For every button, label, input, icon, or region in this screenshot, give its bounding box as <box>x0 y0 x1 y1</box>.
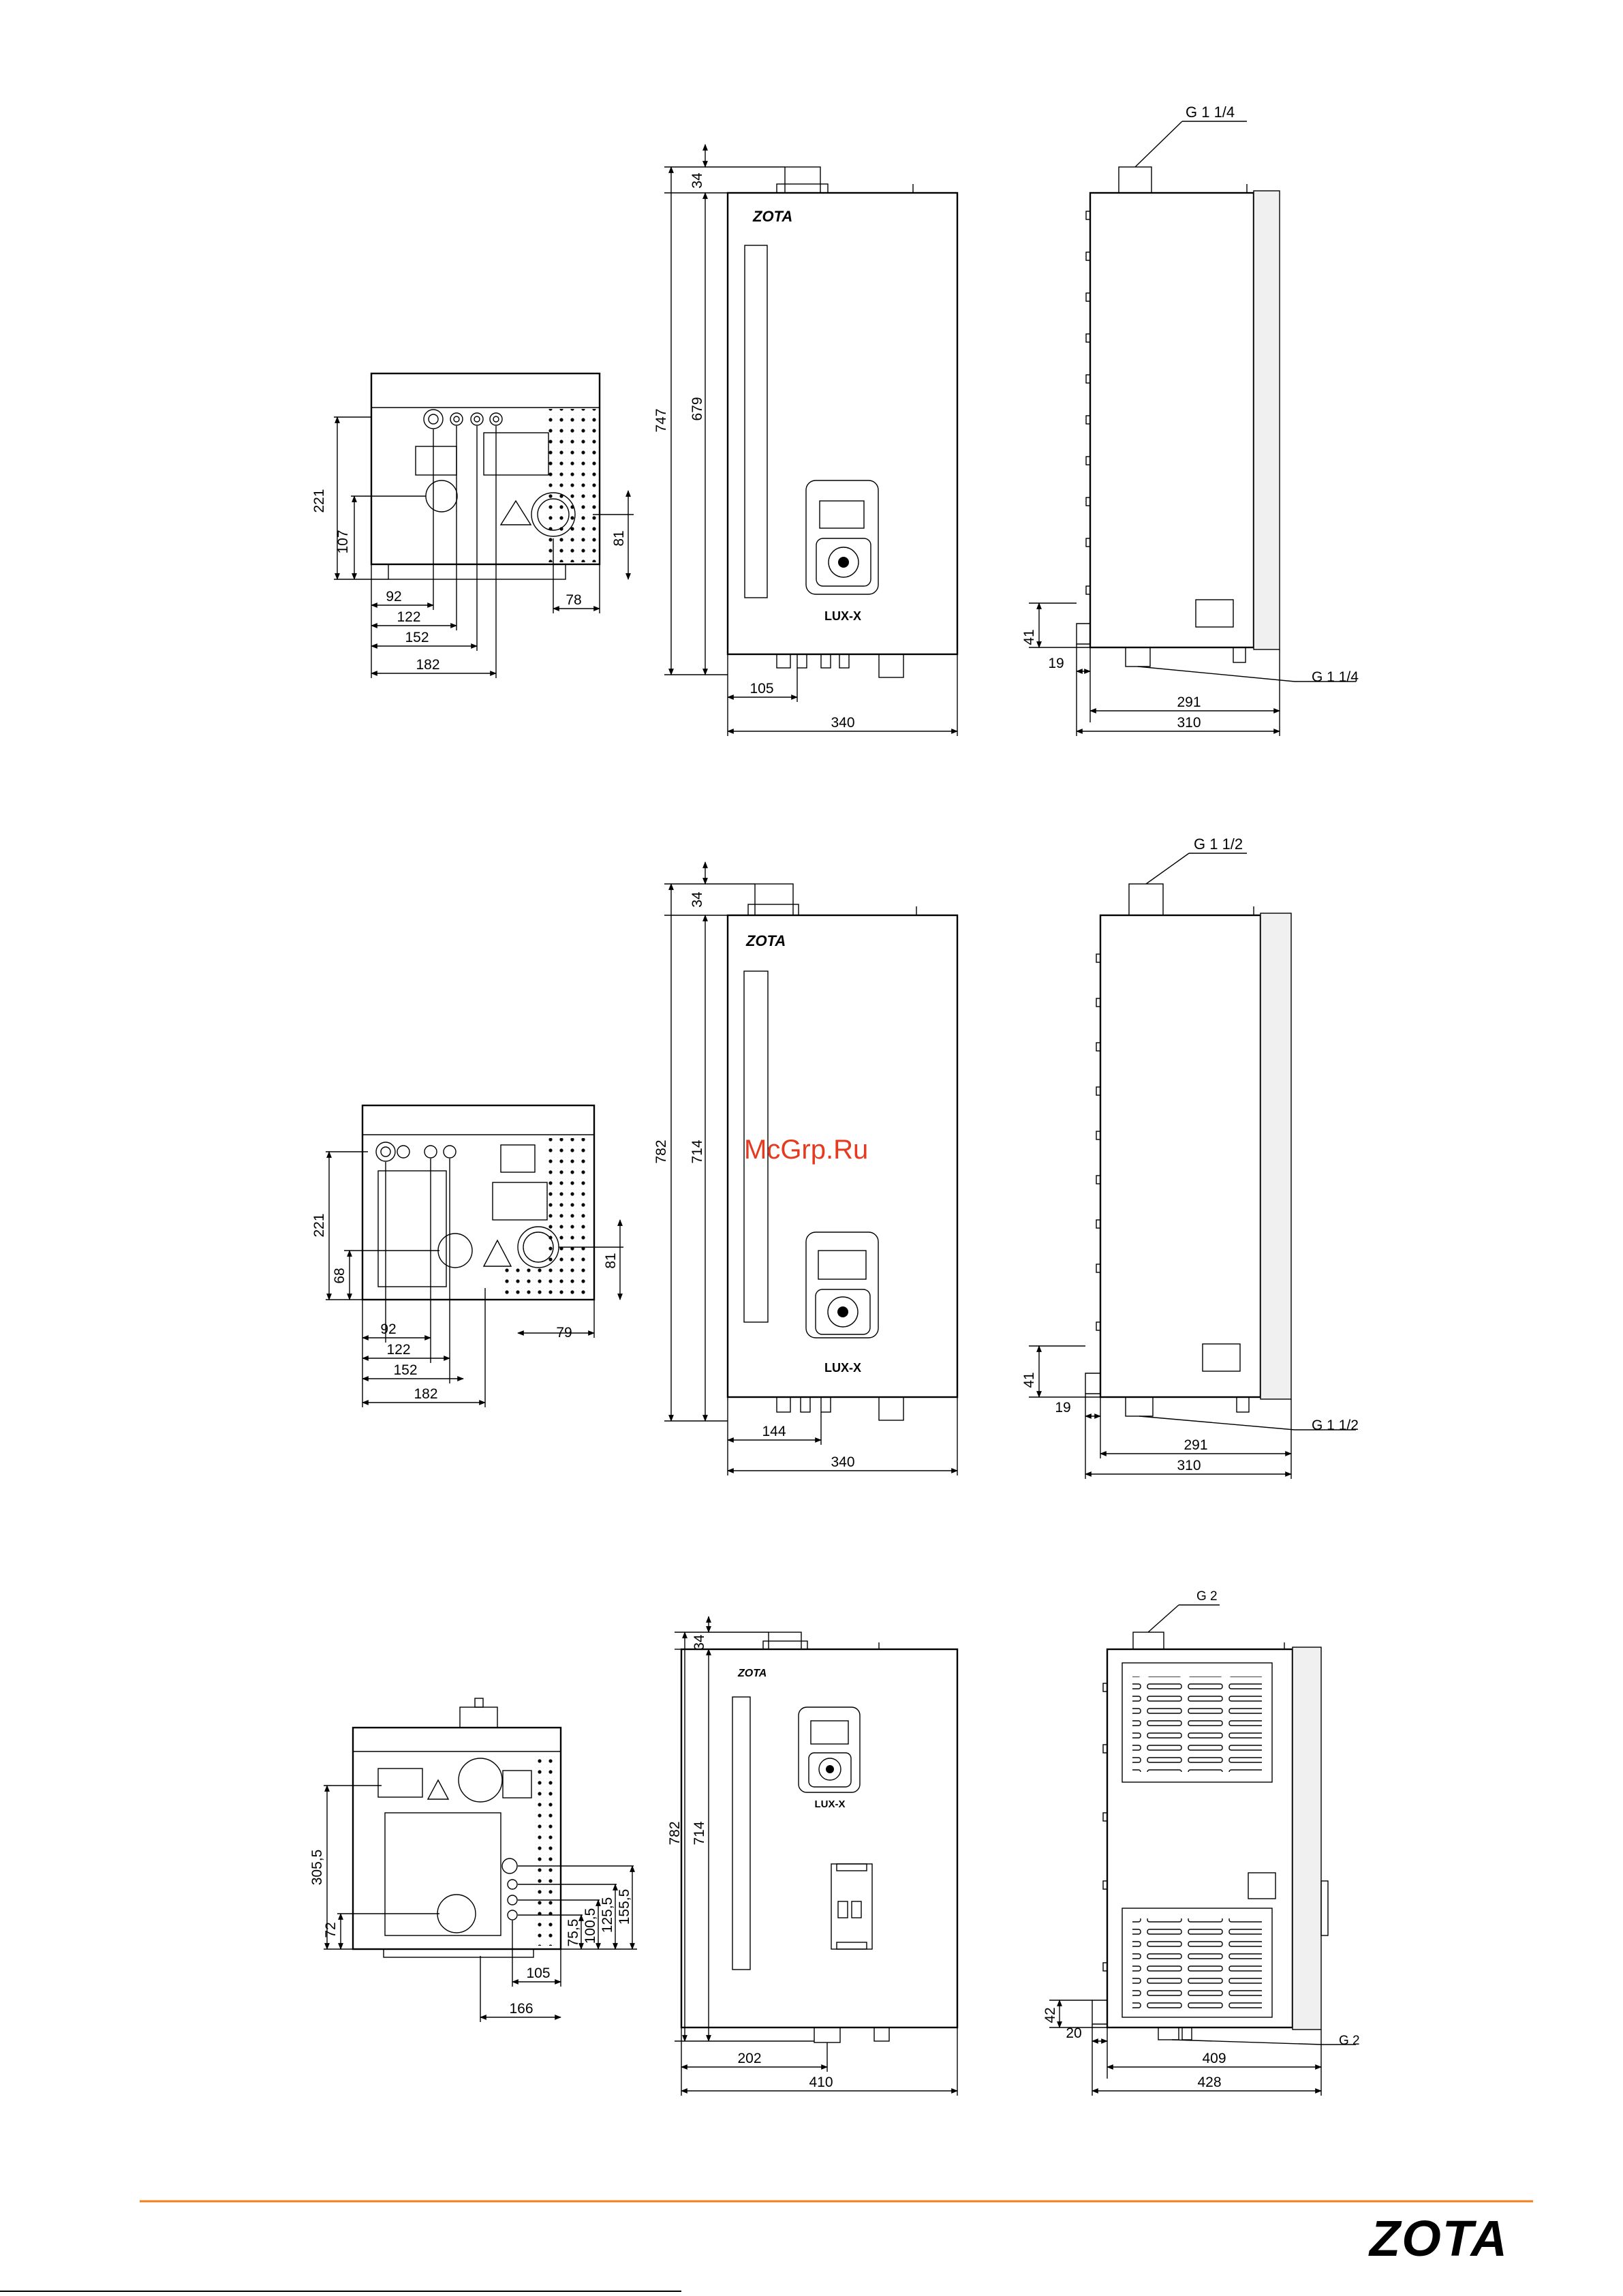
dim-78: 78 <box>566 592 581 608</box>
dim-182-r2: 182 <box>414 1386 437 1402</box>
dim-409: 409 <box>1202 2051 1226 2066</box>
dim-79: 79 <box>556 1325 572 1341</box>
pipe-label-bottom-row1: G 1 1/4 <box>1312 669 1359 685</box>
pipe-label-bottom-row2: G 1 1/2 <box>1312 1418 1359 1433</box>
dim-340-r2: 340 <box>831 1454 854 1470</box>
row3-side-view <box>1092 1632 1328 2040</box>
dim-221-r2: 221 <box>311 1213 327 1237</box>
row1-front-dims: 747 34 679 105 340 <box>653 144 957 736</box>
row2-bottom-view <box>362 1105 594 1300</box>
dim-105-r3: 105 <box>526 1965 550 1981</box>
dim-182: 182 <box>416 657 439 673</box>
dim-81: 81 <box>611 530 627 546</box>
dim-747: 747 <box>653 408 669 432</box>
dim-152-r2: 152 <box>393 1362 417 1378</box>
footer-logo: ZOTA <box>1368 2210 1509 2267</box>
dim-310: 310 <box>1177 715 1201 731</box>
dim-122-r2: 122 <box>386 1342 410 1358</box>
dim-310-r2: 310 <box>1177 1458 1201 1473</box>
dim-340: 340 <box>831 715 854 731</box>
dim-19: 19 <box>1048 656 1064 671</box>
dim-428: 428 <box>1197 2075 1221 2090</box>
dim-41-r2: 41 <box>1021 1372 1037 1388</box>
pipe-label-top-row3: G 2 <box>1196 1589 1218 1604</box>
dim-410: 410 <box>809 2075 833 2090</box>
dim-92: 92 <box>386 589 401 604</box>
dim-81-r2: 81 <box>603 1253 619 1268</box>
front-brand-label: ZOTA <box>752 208 792 225</box>
dim-679: 679 <box>690 397 705 420</box>
dim-122: 122 <box>397 609 420 625</box>
pipe-label-bottom-row3: G 2 <box>1339 2034 1360 2048</box>
row2-front-dims: 782 34 714 144 340 <box>653 862 957 1475</box>
row3-front-view: ZOTA LUX-X <box>681 1632 957 2042</box>
dim-714-r3: 714 <box>692 1821 707 1845</box>
dim-291: 291 <box>1177 694 1201 710</box>
dim-152: 152 <box>405 630 429 645</box>
row1-side-view <box>1077 167 1280 667</box>
pipe-label-top-row2: G 1 1/2 <box>1194 836 1243 853</box>
dim-202: 202 <box>737 2051 761 2066</box>
row2-side-view <box>1085 884 1291 1416</box>
dim-68: 68 <box>332 1268 347 1283</box>
row3-front-dims: 782 34 714 202 410 <box>667 1617 957 2096</box>
pipe-label-top-row1: G 1 1/4 <box>1186 104 1235 121</box>
dim-714-r2: 714 <box>690 1139 705 1163</box>
front-brand-label-r2: ZOTA <box>745 932 786 949</box>
row3-bottom-view <box>353 1698 561 1957</box>
dim-107: 107 <box>335 530 351 553</box>
row1-bottom-view <box>371 373 600 579</box>
dim-75-5: 75,5 <box>566 1919 581 1947</box>
front-model-label-r2: LUX-X <box>824 1361 861 1375</box>
dim-42: 42 <box>1042 2007 1058 2023</box>
dim-125-5: 125,5 <box>600 1897 615 1933</box>
dim-41: 41 <box>1021 629 1037 645</box>
dim-166: 166 <box>509 2001 533 2017</box>
dim-34-r3: 34 <box>692 1634 707 1651</box>
dim-105: 105 <box>749 681 773 697</box>
row1-front-view: ZOTA LUX-X <box>728 167 957 677</box>
dim-100-5: 100,5 <box>583 1908 598 1944</box>
row2-side-dims: G 1 1/2 G 1 1/2 41 19 291 310 <box>1021 836 1359 1479</box>
dim-34-r2: 34 <box>690 891 705 908</box>
dim-144: 144 <box>762 1424 786 1439</box>
dim-19-r2: 19 <box>1055 1400 1070 1415</box>
dim-305-5: 305,5 <box>309 1850 325 1886</box>
front-brand-label-r3: ZOTA <box>737 1668 767 1679</box>
dim-72: 72 <box>323 1922 339 1938</box>
dim-155-5: 155,5 <box>617 1889 632 1925</box>
dim-20: 20 <box>1066 2025 1081 2041</box>
front-model-label-r3: LUX-X <box>815 1798 846 1810</box>
dim-34: 34 <box>690 172 705 189</box>
front-model-label: LUX-X <box>824 609 861 623</box>
dim-782-r3: 782 <box>667 1821 683 1845</box>
dim-92-r2: 92 <box>380 1321 396 1337</box>
watermark-text: McGrp.Ru <box>744 1135 868 1165</box>
dim-782-r2: 782 <box>653 1139 669 1163</box>
dim-291-r2: 291 <box>1184 1437 1207 1453</box>
row1-side-dims: G 1 1/4 G 1 1/4 41 19 291 310 <box>1021 104 1359 736</box>
dim-221: 221 <box>311 489 327 512</box>
